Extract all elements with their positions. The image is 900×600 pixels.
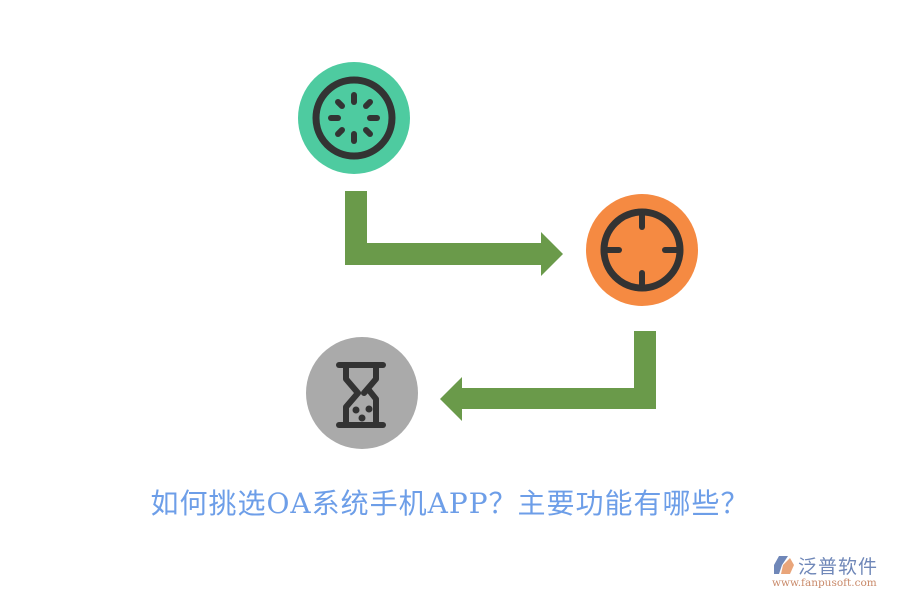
wait-node (306, 337, 418, 449)
loading-spinner-icon (312, 76, 396, 160)
brand-name: 泛普软件 (798, 556, 879, 578)
brand-watermark: 泛普软件 www.fanpusoft.com (768, 552, 896, 596)
brand-logo-icon (774, 556, 794, 574)
diagram-title: 如何挑选OA系统手机APP？主要功能有哪些？ (150, 487, 750, 520)
start-node (298, 62, 410, 174)
target-node (586, 194, 698, 306)
hourglass-icon (336, 362, 386, 428)
crosshair-target-icon (600, 208, 684, 292)
brand-url: www.fanpusoft.com (772, 577, 877, 589)
